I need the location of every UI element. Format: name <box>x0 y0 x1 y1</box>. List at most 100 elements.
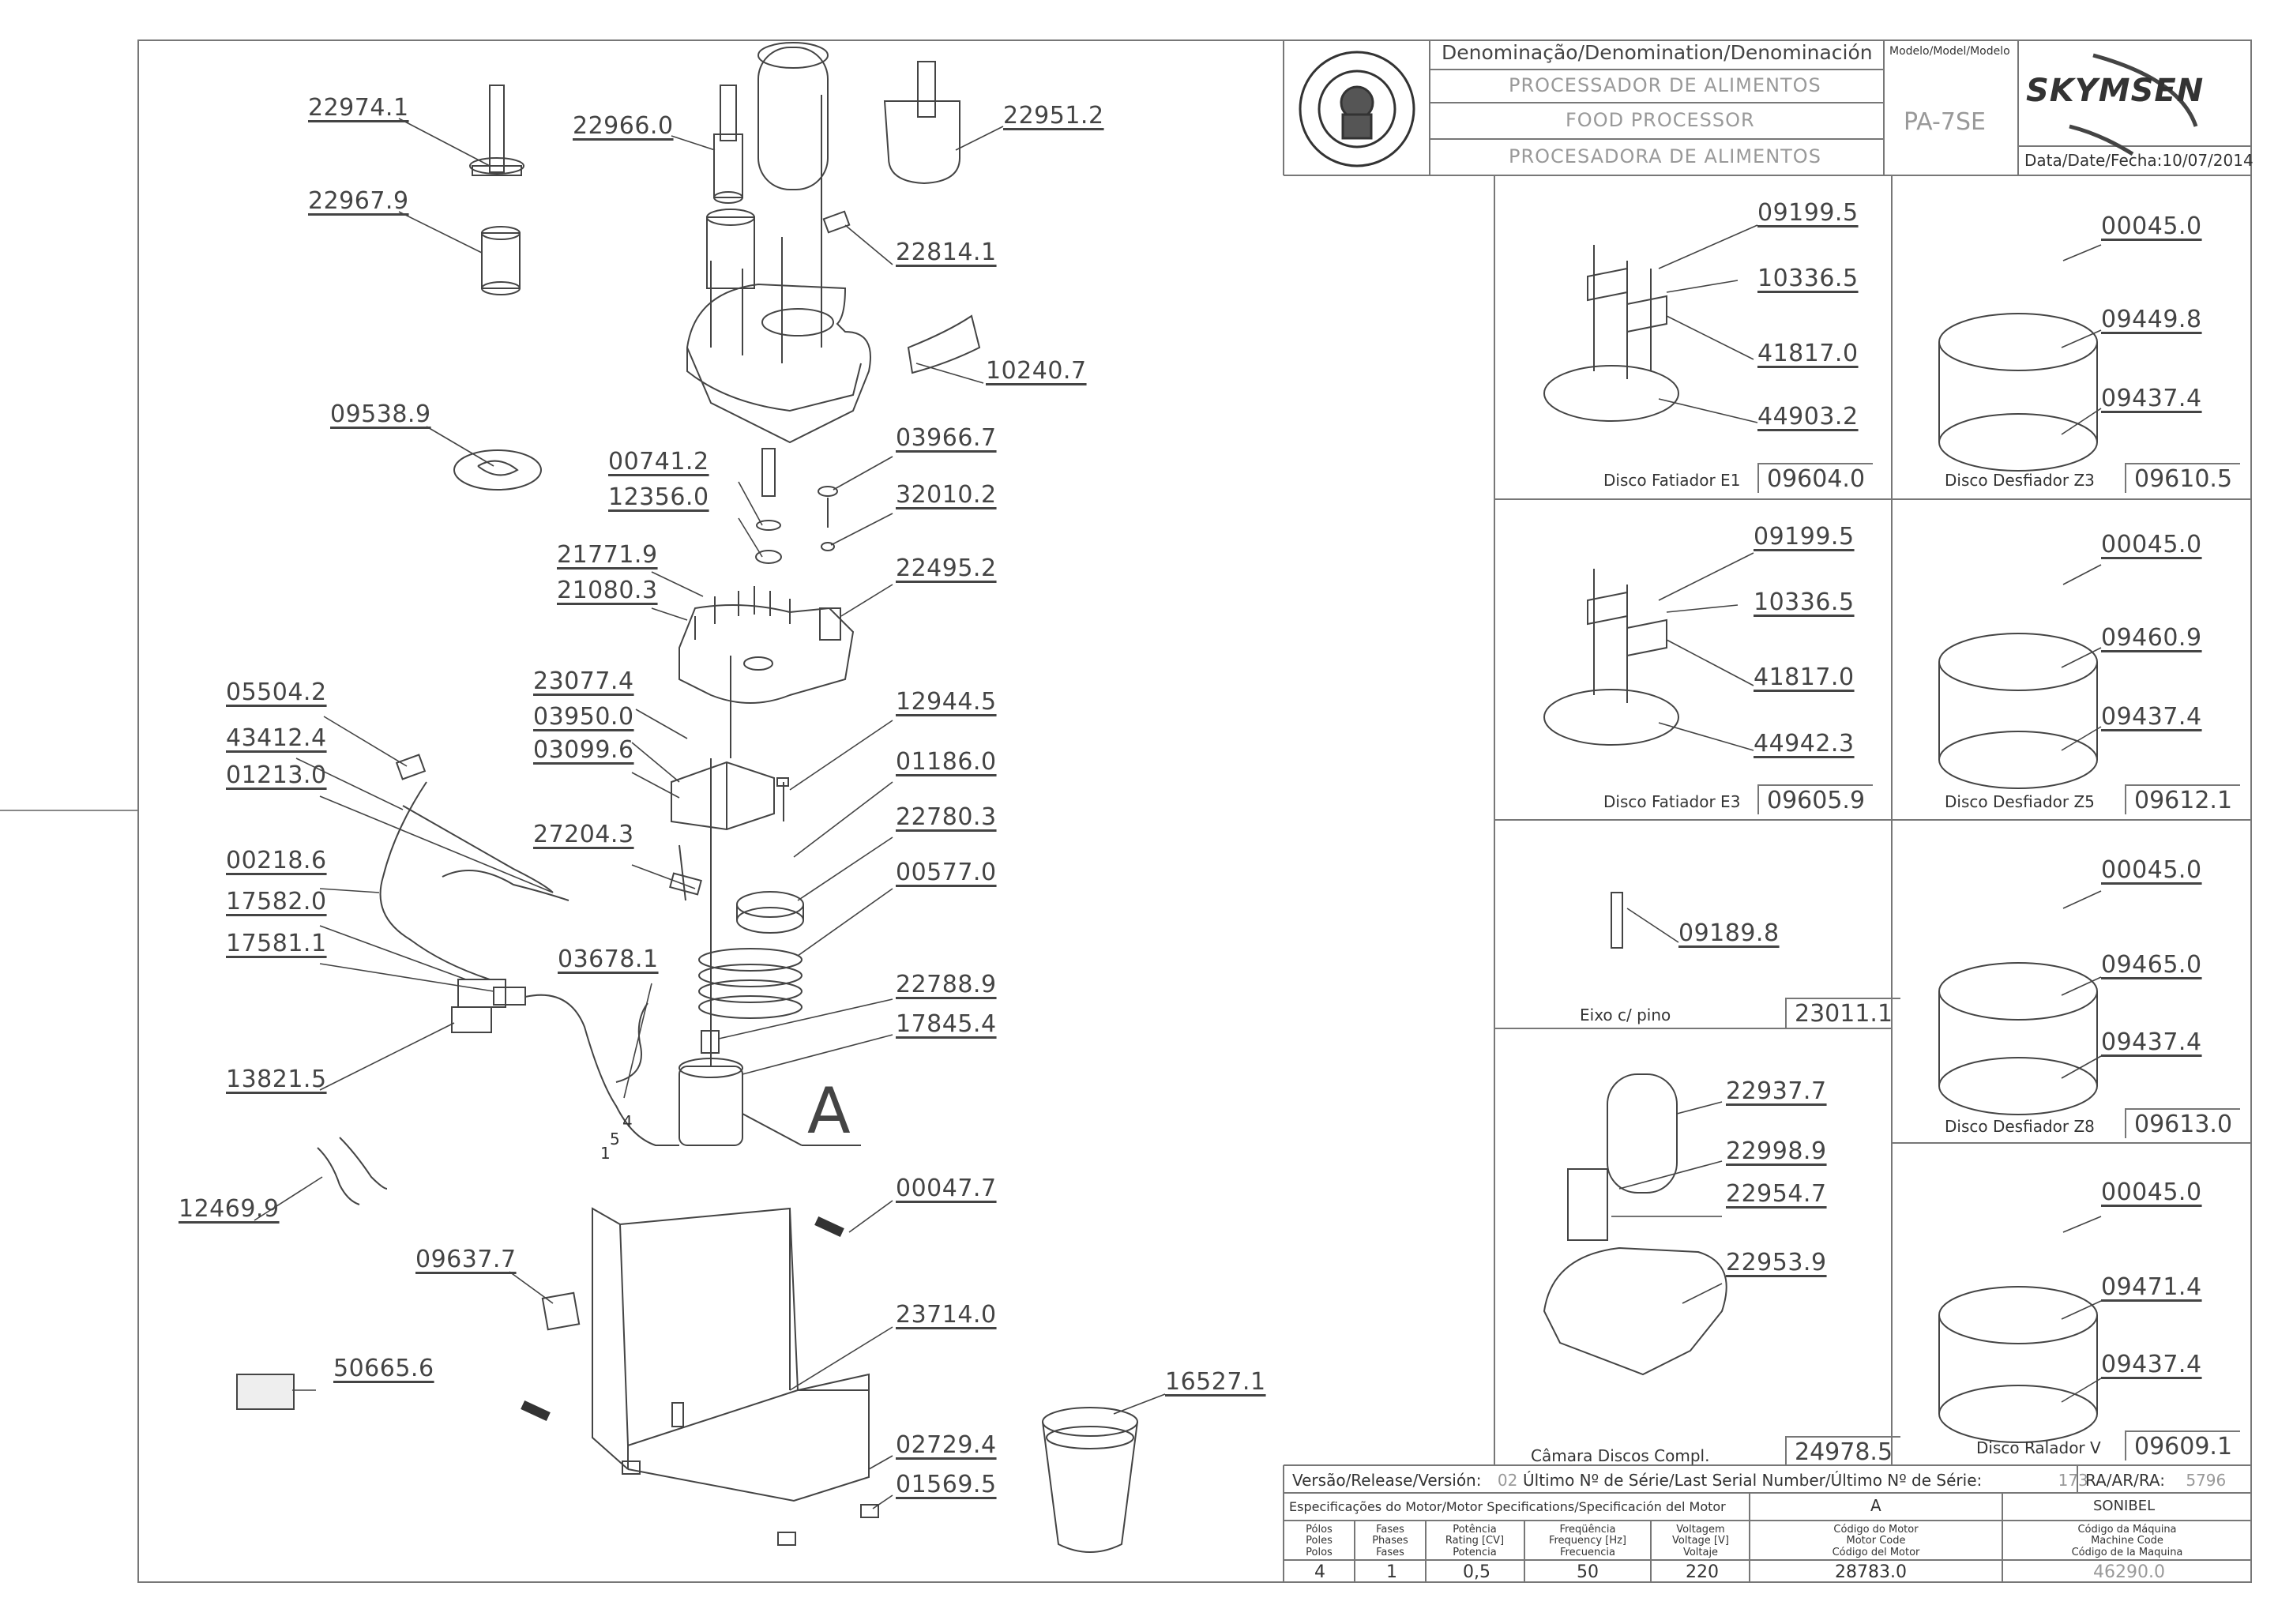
kit-shaft-name: Eixo c/ pino <box>1580 1006 1671 1024</box>
kit-chamber-code: 24978.5 <box>1785 1436 1901 1466</box>
poles-value: 4 <box>1314 1562 1325 1582</box>
machine-code-value: 46290.0 <box>2093 1562 2165 1582</box>
part-01186-0: 01186.0 <box>896 748 997 776</box>
kit-z3-part: 09437.4 <box>2101 385 2202 412</box>
power-value: 0,5 <box>1463 1562 1490 1582</box>
model-label: Modelo/Model/Modelo <box>1889 45 2010 58</box>
ra-label: RA/AR/RA: <box>2085 1471 2165 1490</box>
serial-label: Último Nº de Série/Last Serial Number/Úl… <box>1523 1471 1983 1490</box>
kit-shaft-code: 23011.1 <box>1785 998 1901 1028</box>
part-27204-3: 27204.3 <box>533 821 634 848</box>
kit-e3-part: 44942.3 <box>1754 730 1855 757</box>
motor-code-value: 28783.0 <box>1835 1562 1907 1582</box>
model-value: PA-7SE <box>1904 108 1986 136</box>
part-03950-0: 03950.0 <box>533 703 634 731</box>
serial-value: 173 <box>2058 1471 2088 1490</box>
part-03678-1: 03678.1 <box>558 945 659 973</box>
kit-e3-part: 41817.0 <box>1754 664 1855 691</box>
phases-value: 1 <box>1386 1562 1397 1582</box>
col-power-header: Potência Rating [CV] Potencia <box>1445 1524 1505 1558</box>
name-spanish: PROCESADORA DE ALIMENTOS <box>1509 145 1821 167</box>
motor-spec-label: Especificações do Motor/Motor Specificat… <box>1289 1499 1726 1514</box>
part-16527-1: 16527.1 <box>1165 1368 1266 1396</box>
part-43412-4: 43412.4 <box>226 724 327 752</box>
col-frequency-header: Freqüência Frequency [Hz] Frecuencia <box>1548 1524 1627 1558</box>
kit-chamber-part: 22937.7 <box>1726 1077 1827 1105</box>
part-17845-4: 17845.4 <box>896 1010 997 1038</box>
part-10240-7: 10240.7 <box>986 357 1087 385</box>
part-12356-0: 12356.0 <box>608 483 709 511</box>
kit-v-part: 00045.0 <box>2101 1179 2202 1206</box>
pusher-sleeve <box>481 232 521 289</box>
wire-number: 4 <box>622 1112 633 1131</box>
part-22814-1: 22814.1 <box>896 239 997 266</box>
release-value: 02 <box>1497 1471 1518 1490</box>
ra-value: 5796 <box>2186 1471 2227 1490</box>
kit-z5-part: 00045.0 <box>2101 531 2202 558</box>
ra-field: RA/AR/RA: 5796 <box>2085 1472 2226 1488</box>
part-22788-9: 22788.9 <box>896 971 997 998</box>
part-05504-2: 05504.2 <box>226 679 327 706</box>
name-english: FOOD PROCESSOR <box>1566 109 1755 131</box>
part-01213-0: 01213.0 <box>226 761 327 789</box>
kit-e1-name: Disco Fatiador E1 <box>1603 471 1741 490</box>
part-00218-6: 00218.6 <box>226 847 327 874</box>
kit-e3-part: 09199.5 <box>1754 523 1855 551</box>
col-phases-header: Fases Phases Fases <box>1372 1524 1408 1558</box>
motor-version: A <box>1870 1496 1881 1515</box>
part-01569-5: 01569.5 <box>896 1471 997 1498</box>
drawing-frame <box>137 39 2252 1583</box>
kit-chamber-part: 22998.9 <box>1726 1137 1827 1165</box>
part-22951-2: 22951.2 <box>1003 102 1104 130</box>
kit-e1-part: 09199.5 <box>1757 199 1859 227</box>
part-22495-2: 22495.2 <box>896 554 997 582</box>
col-poles-header: Pólos Poles Polos <box>1306 1524 1333 1558</box>
part-22780-3: 22780.3 <box>896 803 997 831</box>
kit-chamber-name: Câmara Discos Compl. <box>1531 1446 1710 1465</box>
fold-mark <box>0 810 137 811</box>
part-22966-0: 22966.0 <box>573 112 674 140</box>
part-00047-7: 00047.7 <box>896 1175 997 1202</box>
part-13821-5: 13821.5 <box>226 1066 327 1093</box>
wire-number: 5 <box>610 1130 620 1148</box>
pusher-shaft <box>489 85 505 173</box>
kit-z5-code: 09612.1 <box>2125 784 2241 814</box>
kit-e1-part: 10336.5 <box>1757 265 1859 292</box>
kit-chamber-part: 22953.9 <box>1726 1249 1827 1276</box>
part-21771-9: 21771.9 <box>557 541 658 569</box>
brand-name: SKYMSEN <box>2026 73 2205 109</box>
name-portuguese: PROCESSADOR DE ALIMENTOS <box>1509 74 1821 96</box>
denomination-label: Denominação/Denomination/Denominación <box>1442 41 1873 64</box>
kit-z5-name: Disco Desfiador Z5 <box>1945 792 2095 811</box>
release-field: Versão/Release/Versión: 02 <box>1292 1472 1517 1488</box>
kit-z3-part: 00045.0 <box>2101 212 2202 240</box>
kit-shaft-part: 09189.8 <box>1678 919 1780 947</box>
col-motor-code-header: Código do Motor Motor Code Código del Mo… <box>1832 1524 1920 1558</box>
kit-e1-part: 41817.0 <box>1757 340 1859 367</box>
kit-e1-part: 44903.2 <box>1757 403 1859 430</box>
part-21080-3: 21080.3 <box>557 577 658 604</box>
kit-z8-part: 09437.4 <box>2101 1028 2202 1056</box>
kit-z3-part: 09449.8 <box>2101 306 2202 333</box>
part-03966-7: 03966.7 <box>896 424 997 452</box>
kit-z8-name: Disco Desfiador Z8 <box>1945 1117 2095 1136</box>
part-09637-7: 09637.7 <box>415 1246 517 1273</box>
part-12469-9: 12469.9 <box>179 1195 280 1223</box>
col-voltage-header: Voltagem Voltage [V] Voltaje <box>1672 1524 1729 1558</box>
kit-e3-part: 10336.5 <box>1754 588 1855 616</box>
kit-chamber-part: 22954.7 <box>1726 1180 1827 1208</box>
part-22967-9: 22967.9 <box>308 187 409 215</box>
part-12944-5: 12944.5 <box>896 688 997 716</box>
date-field: Data/Date/Fecha:10/07/2014 <box>2024 152 2254 168</box>
date-label: Data/Date/Fecha: <box>2024 151 2163 170</box>
kit-z8-part: 00045.0 <box>2101 856 2202 884</box>
part-22974-1: 22974.1 <box>308 94 409 122</box>
part-09538-9: 09538.9 <box>330 400 431 428</box>
authorized-service-seal <box>1299 51 1415 167</box>
kit-z5-part: 09437.4 <box>2101 703 2202 731</box>
pusher-collar <box>469 157 524 175</box>
voltage-value: 220 <box>1686 1562 1719 1582</box>
kit-v-name: Disco Ralador V <box>1976 1438 2101 1457</box>
part-23077-4: 23077.4 <box>533 667 634 695</box>
part-00741-2: 00741.2 <box>608 448 709 476</box>
